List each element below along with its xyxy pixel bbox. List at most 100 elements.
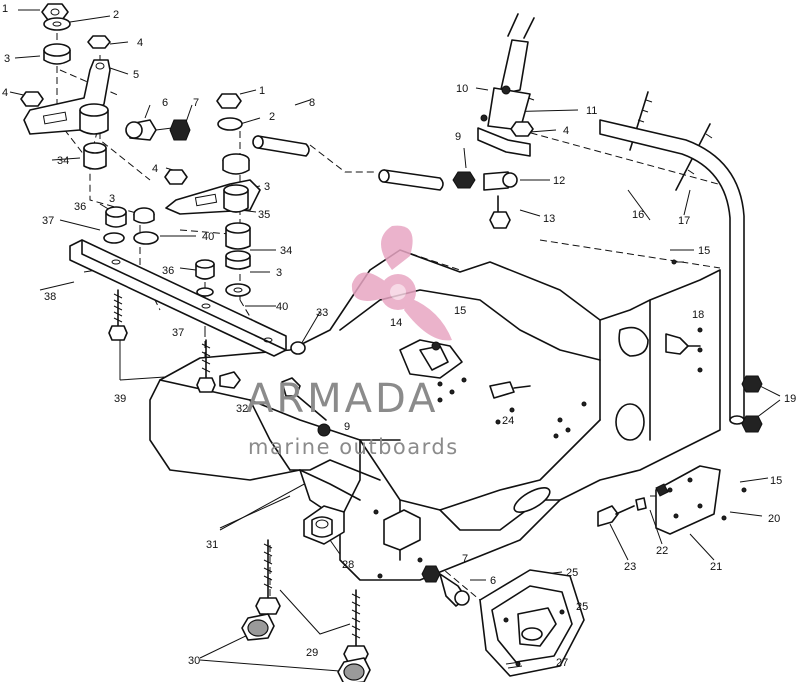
- callout-37: 37: [172, 327, 184, 339]
- callout-38: 38: [44, 291, 56, 303]
- callout-3: 3: [109, 193, 115, 205]
- lower-fasteners: [241, 539, 371, 682]
- hex-nut-part-4c: [164, 169, 188, 185]
- callout-22: 22: [656, 545, 668, 557]
- callout-36: 36: [74, 201, 86, 213]
- nut-part-9b: [317, 423, 331, 437]
- callout-20: 20: [768, 513, 780, 525]
- hex-nut-part-4-left: [20, 91, 44, 107]
- callout-12: 12: [553, 175, 565, 187]
- callout-7: 7: [462, 553, 468, 565]
- washer-part-40: [133, 231, 159, 245]
- tube-part-8b: [380, 169, 444, 191]
- callout-39: 39: [114, 393, 126, 405]
- bolt-part-32: [281, 377, 301, 397]
- callout-36: 36: [162, 265, 174, 277]
- mount-components: [311, 339, 721, 677]
- washer-part-37: [103, 232, 125, 244]
- callout-4: 4: [563, 125, 569, 137]
- bolt-part-13: [489, 211, 511, 229]
- spacer-part-34: [83, 148, 107, 170]
- callout-33: 33: [316, 307, 328, 319]
- callout-25: 25: [576, 601, 588, 613]
- bracket-part-11: [477, 127, 531, 157]
- callout-2: 2: [113, 9, 119, 21]
- nut-part-7b: [421, 565, 441, 583]
- tiller-linkage: [477, 13, 763, 521]
- callout-29: 29: [306, 647, 318, 659]
- callout-8: 8: [309, 97, 315, 109]
- steering-arm-assembly: [20, 3, 476, 437]
- spacer-part-34b: [225, 228, 251, 250]
- callout-30: 30: [188, 655, 200, 667]
- callout-14: 14: [390, 317, 402, 329]
- callout-32: 32: [236, 403, 248, 415]
- callout-40: 40: [276, 301, 288, 313]
- callout-9: 9: [344, 421, 350, 433]
- callout-4: 4: [137, 37, 143, 49]
- callout-3: 3: [4, 53, 10, 65]
- callout-4: 4: [2, 87, 8, 99]
- callout-19: 19: [784, 393, 796, 405]
- callout-15: 15: [698, 245, 710, 257]
- frame-rivets: [373, 327, 703, 579]
- callout-24: 24: [502, 415, 514, 427]
- hex-nut-part-4: [87, 35, 111, 49]
- knob-part-23: [597, 505, 619, 527]
- callout-15: 15: [454, 305, 466, 317]
- watermark-tagline: marine outboards: [248, 435, 459, 459]
- hex-nut-part-4d: [510, 121, 534, 137]
- callout-13: 13: [543, 213, 555, 225]
- callout-40: 40: [202, 231, 214, 243]
- callout-18: 18: [692, 309, 704, 321]
- callout-11: 11: [586, 105, 597, 117]
- callout-21: 21: [710, 561, 722, 573]
- callout-10: 10: [456, 83, 468, 95]
- bolt-part-18: [665, 333, 689, 355]
- callout-9: 9: [455, 131, 461, 143]
- callout-31: 31: [206, 539, 218, 551]
- callout-23: 23: [624, 561, 636, 573]
- cradle-frame: [149, 249, 721, 581]
- callout-5: 5: [133, 69, 139, 81]
- washer-part-2: [43, 17, 71, 31]
- washer-part-40b: [225, 283, 251, 297]
- callout-6: 6: [162, 97, 168, 109]
- propeller-blade-top: [381, 225, 413, 270]
- callout-3: 3: [276, 267, 282, 279]
- hex-nut-part-1b: [216, 93, 242, 109]
- bolt-head-part-39: [108, 325, 128, 341]
- callout-3: 3: [264, 181, 270, 193]
- callout-15: 15: [770, 475, 782, 487]
- propeller-blade-left: [351, 272, 386, 301]
- callout-6: 6: [490, 575, 496, 587]
- callout-34: 34: [280, 245, 292, 257]
- callout-37: 37: [42, 215, 54, 227]
- callout-16: 16: [632, 209, 644, 221]
- callout-35: 35: [258, 209, 270, 221]
- callout-7: 7: [193, 97, 199, 109]
- watermark-brand: ARMADA: [246, 376, 439, 422]
- callout-1: 1: [259, 85, 265, 97]
- washer-part-22: [635, 497, 647, 511]
- washer-part-2b: [217, 117, 243, 131]
- callout-17: 17: [678, 215, 690, 227]
- callout-1: 1: [2, 3, 8, 15]
- steering-shaft-part-10: [499, 39, 529, 95]
- jam-nut-part-7: [169, 119, 191, 141]
- hex-nut-part-9: [452, 171, 476, 189]
- propeller-blade-right: [404, 298, 452, 341]
- callout-labels: 1 2 3 4 4 5 6 7 1 2 8 10 11 4 9 12 13 16…: [2, 3, 796, 669]
- washer-part-33: [290, 341, 306, 355]
- plate-part-21: [655, 465, 721, 535]
- callout-28: 28: [342, 559, 354, 571]
- callout-25: 25: [566, 567, 578, 579]
- bolt-head-part-29: [255, 597, 281, 615]
- center-lines: [56, 22, 741, 661]
- callout-34: 34: [57, 155, 69, 167]
- callout-4: 4: [152, 163, 158, 175]
- callout-27: 27: [556, 657, 568, 669]
- callout-2: 2: [269, 111, 275, 123]
